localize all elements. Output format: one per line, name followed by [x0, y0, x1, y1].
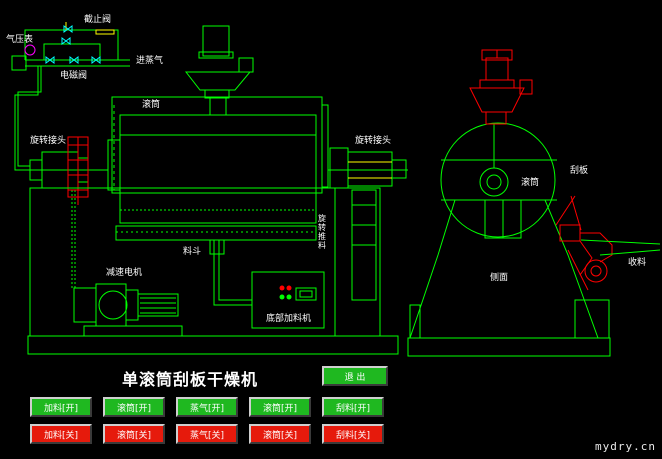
bottom-feeder-label: 底部加料机: [266, 314, 312, 324]
collect-label: 收料: [628, 258, 647, 268]
page-title: 单滚筒刮板干燥机: [122, 370, 259, 389]
reducer-motor-label: 减速电机: [106, 268, 143, 278]
side-top-motor-icon: [469, 49, 533, 125]
drum2-on-button[interactable]: 滚筒[开]: [249, 397, 311, 417]
rotary-joint-right-label: 旋转接头: [355, 136, 392, 146]
scrape-off-button[interactable]: 刮料[关]: [322, 424, 384, 444]
collect-chute: [580, 239, 661, 256]
rotary-loader-label: 旋转推料: [318, 214, 326, 250]
drum-on-button[interactable]: 滚筒[开]: [103, 397, 165, 417]
drum-off-button[interactable]: 滚筒[关]: [103, 424, 165, 444]
scraper-icon: [555, 195, 613, 291]
drum-top-label: 滚筒: [142, 100, 161, 110]
indicator-lights-icon: [279, 285, 292, 300]
side-view-frame: [407, 199, 611, 357]
steam-piping: [11, 22, 130, 171]
top-motor-icon: [184, 25, 254, 115]
drum2-off-button[interactable]: 滚筒[关]: [249, 424, 311, 444]
reducer-motor-icon: [73, 283, 183, 337]
pressure-gauge-label: 气压表: [6, 35, 34, 45]
scrape-on-button[interactable]: 刮料[开]: [322, 397, 384, 417]
drum-side-label: 滚筒: [521, 178, 540, 188]
solenoid-valve-label: 电磁阀: [60, 71, 88, 81]
solenoid-valve-icon: [45, 25, 101, 64]
hopper-pipe: [209, 239, 252, 306]
valve-label: 截止阀: [84, 15, 112, 25]
hopper-label: 料斗: [183, 247, 202, 257]
left-rotary-joint: [29, 151, 108, 290]
drive-gear-icon: [67, 136, 89, 205]
watermark: mydry.cn: [595, 440, 656, 453]
drum-body: [107, 96, 329, 241]
steam-on-button[interactable]: 蒸气[开]: [176, 397, 238, 417]
feed-off-button[interactable]: 加料[关]: [30, 424, 92, 444]
rotary-joint-left-label: 旋转接头: [30, 136, 67, 146]
bottom-feeder-box: [251, 271, 325, 329]
pressure-gauge-icon: [24, 44, 36, 56]
exit-button[interactable]: 退 出: [322, 366, 388, 386]
scraper-label: 刮板: [570, 166, 589, 176]
right-rotary-joint: [328, 147, 408, 189]
steam-off-button[interactable]: 蒸气[关]: [176, 424, 238, 444]
side-drum-icon: [440, 122, 557, 238]
steam-inlet-label: 进蒸气: [136, 56, 164, 66]
base-frame: [27, 187, 399, 355]
side-view-label: 侧面: [490, 273, 509, 283]
feed-on-button[interactable]: 加料[开]: [30, 397, 92, 417]
